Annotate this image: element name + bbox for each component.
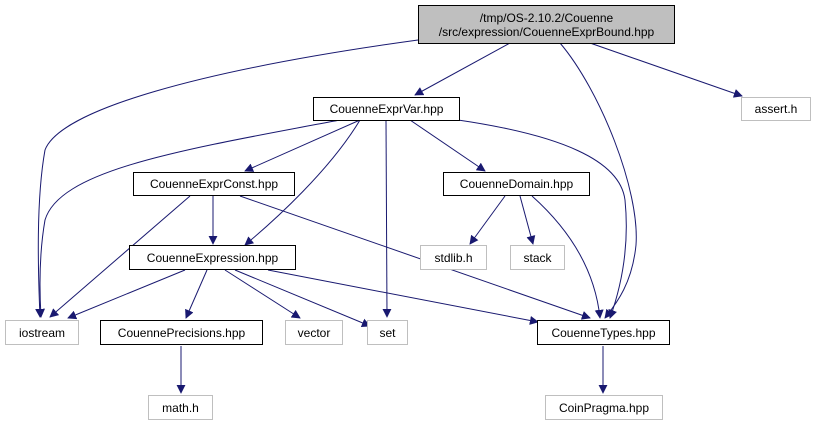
node-couenne-domain-label: CouenneDomain.hpp — [459, 177, 574, 191]
edge-exprvar-set — [382, 119, 392, 318]
node-couenne-precisions-label: CouennePrecisions.hpp — [117, 325, 246, 340]
node-couenne-types-label: CouenneTypes.hpp — [551, 325, 656, 340]
edge-exprvar-exprconst — [244, 119, 361, 172]
node-couenne-expr-var-label: CouenneExprVar.hpp — [329, 102, 444, 116]
node-stdlib-h: stdlib.h — [420, 245, 487, 270]
edge-expression-types — [267, 269, 539, 325]
node-stack-label: stack — [523, 250, 552, 265]
edge-root-assert — [589, 42, 743, 98]
node-iostream-label: iostream — [18, 325, 65, 340]
edge-exprvar-iostream — [36, 119, 341, 318]
node-couenne-precisions[interactable]: CouennePrecisions.hpp — [100, 320, 263, 345]
node-stack: stack — [510, 245, 565, 270]
node-set: set — [367, 320, 408, 345]
node-couenne-expression[interactable]: CouenneExpression.hpp — [129, 245, 296, 270]
edge-exprvar-types — [457, 119, 627, 319]
node-coin-pragma: CoinPragma.hpp — [545, 395, 663, 420]
node-couenne-expression-label: CouenneExpression.hpp — [146, 250, 279, 265]
node-couenne-expr-bound-path-line1: /tmp/OS-2.10.2/Couenne — [479, 10, 614, 25]
node-set-label: set — [379, 325, 396, 340]
node-couenne-expr-const-label: CouenneExprConst.hpp — [149, 177, 279, 191]
node-coin-pragma-label: CoinPragma.hpp — [558, 400, 650, 415]
edge-expression-set — [234, 269, 371, 328]
edge-expression-iostream — [67, 269, 186, 320]
edge-exprvar-domain — [409, 119, 486, 172]
node-couenne-expr-const[interactable]: CouenneExprConst.hpp — [133, 172, 295, 196]
node-assert-h-label: assert.h — [754, 102, 798, 116]
edge-domain-stdlib — [469, 195, 506, 245]
node-couenne-domain[interactable]: CouenneDomain.hpp — [443, 172, 590, 196]
edge-exprconst-types — [239, 195, 591, 320]
edge-exprvar-expression — [244, 119, 361, 246]
node-iostream: iostream — [5, 320, 79, 345]
node-couenne-types[interactable]: CouenneTypes.hpp — [537, 320, 670, 345]
edge-root-exprvar — [414, 42, 511, 96]
node-math-h: math.h — [148, 395, 213, 420]
node-couenne-expr-var[interactable]: CouenneExprVar.hpp — [313, 97, 460, 121]
edge-root-iostream — [35, 39, 419, 318]
edge-domain-stack — [519, 195, 536, 245]
node-math-h-label: math.h — [162, 400, 199, 415]
edge-expression-precisions — [185, 269, 208, 319]
node-stdlib-h-label: stdlib.h — [434, 250, 473, 265]
node-vector: vector — [285, 320, 343, 345]
node-couenne-expr-bound[interactable]: /tmp/OS-2.10.2/Couenne /src/expression/C… — [418, 5, 675, 44]
edge-root-types — [559, 42, 637, 319]
edge-domain-types — [531, 195, 604, 319]
edge-exprconst-iostream — [49, 195, 191, 318]
edge-expression-vector — [224, 269, 301, 319]
node-vector-label: vector — [297, 325, 331, 340]
node-couenne-expr-bound-path-line2: /src/expression/CouenneExprBound.hpp — [438, 24, 655, 39]
node-assert-h: assert.h — [741, 97, 811, 121]
